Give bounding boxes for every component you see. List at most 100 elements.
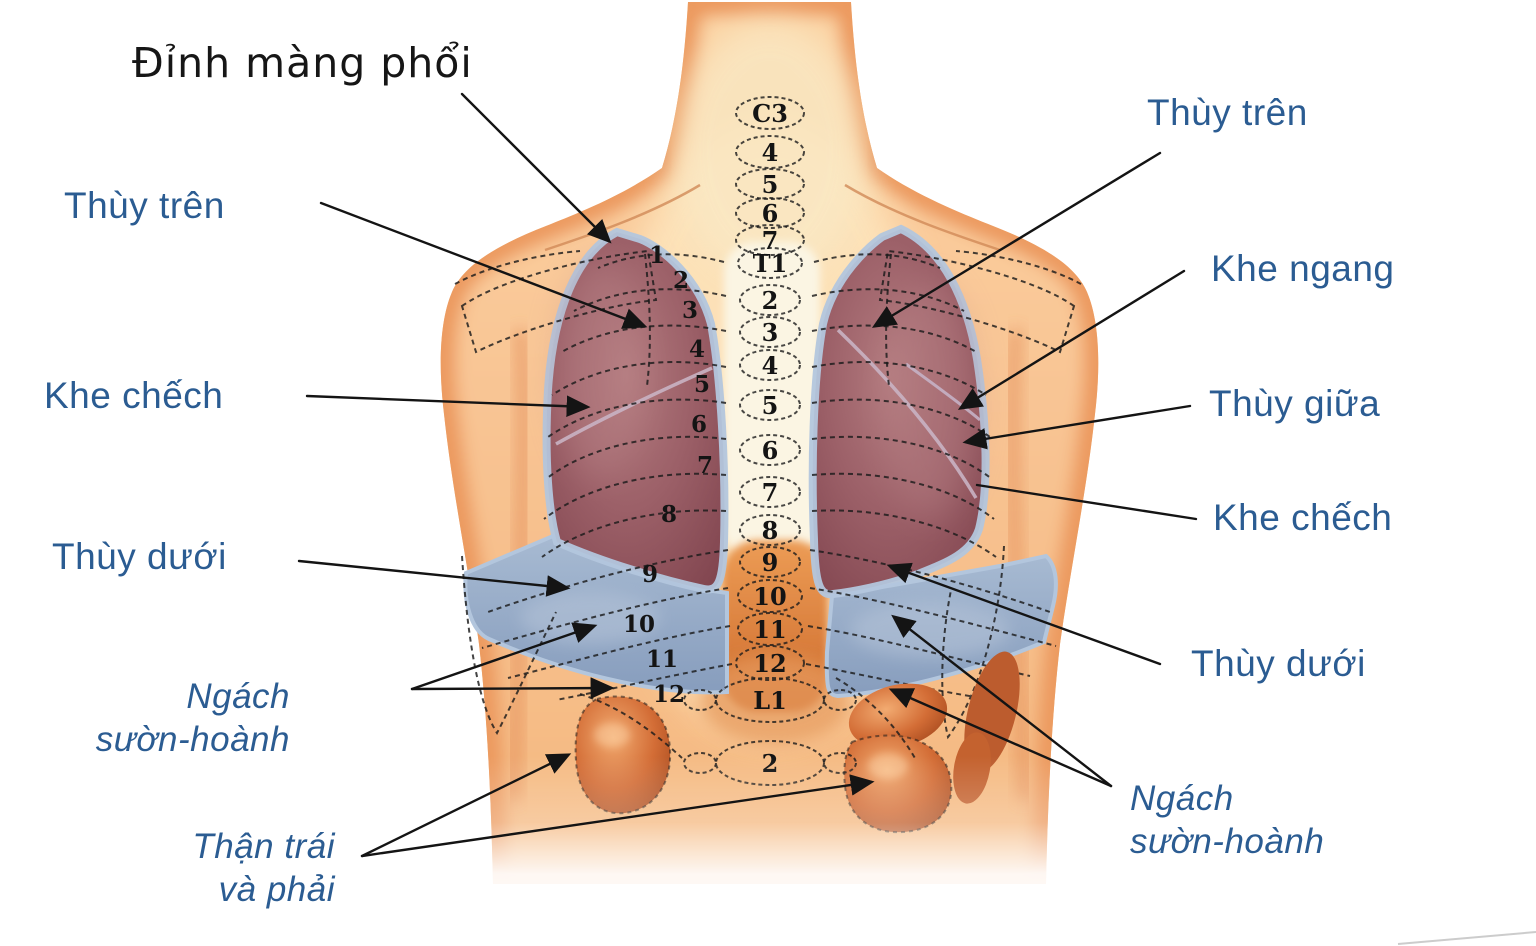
leader-lines: [297, 92, 1198, 858]
rib-number: 6: [691, 411, 707, 438]
vertebra-outline: [737, 247, 803, 279]
horizontal-fissure-line-right: [905, 362, 981, 422]
vertebra-label: T1: [753, 249, 788, 278]
clavicle-line-left: [454, 250, 581, 285]
rib-numbers: 1 2 3 4 5 6 7 8 9 10 11 12: [623, 242, 713, 708]
rib-line: [541, 509, 727, 558]
clavicle-line-right: [955, 250, 1082, 285]
label-apex-pleura: Đỉnh màng phổi: [132, 39, 473, 87]
line-recess-right-1: [891, 614, 1113, 788]
rib-line: [809, 587, 1057, 647]
vertebra-label: 11: [753, 615, 786, 644]
line-oblique-fissure-left: [305, 394, 591, 417]
line-upper-lobe-right: [871, 151, 1162, 328]
line-apex-pleura: [460, 92, 612, 244]
vertebra-outline: [735, 645, 805, 681]
vertebra-outline: [739, 514, 801, 546]
rib-line: [543, 472, 727, 520]
label-kidneys: Thận trái và phải: [192, 827, 335, 909]
rib12-over-kidney-right: [835, 677, 917, 761]
vertebra-outline: [735, 96, 805, 130]
line-kidney-left: [360, 753, 572, 858]
rib-number: 10: [623, 611, 655, 638]
vertebra-label: 12: [753, 649, 786, 678]
rib-number: 4: [689, 336, 705, 363]
line-lower-lobe-left: [297, 559, 571, 597]
label-upper-lobe-right: Thùy trên: [1147, 92, 1308, 133]
vertebra-outline: [735, 224, 805, 256]
line-recess-left-2: [410, 677, 615, 699]
lung-sheen-left: [555, 260, 645, 480]
bone-outlines: [454, 249, 1082, 740]
trapezius-line-right: [844, 183, 1001, 252]
vertebra-label: 4: [762, 138, 779, 167]
vertebra-outline: [735, 135, 805, 169]
oblique-fissure-line-right: [836, 328, 978, 499]
vertebra-label: 4: [762, 351, 779, 380]
rib-number: 11: [646, 646, 678, 673]
recess-sheen-right: [850, 602, 1010, 658]
vertebra-label: 7: [762, 478, 779, 507]
rib-line: [811, 361, 987, 396]
lung-sheen-right: [882, 280, 978, 520]
rib-line: [559, 324, 727, 354]
corner-artifact-line: [1397, 931, 1536, 945]
right-arm-crease: [1007, 329, 1029, 801]
rib-line: [811, 288, 965, 312]
label-oblique-fissure-right: Khe chếch: [1213, 497, 1393, 538]
rib-line: [597, 253, 725, 269]
rib-number: 12: [653, 681, 685, 708]
label-recess-right: Ngách sườn-hoành: [1130, 779, 1325, 861]
scapula-outline-left: [460, 249, 658, 354]
vertebra-outline: [735, 168, 805, 200]
neck-highlight: [675, 20, 865, 280]
vertebra-outline: [715, 677, 825, 723]
rib-number: 3: [682, 297, 698, 324]
vertebra-outline: [739, 284, 801, 316]
vertebra-outline: [735, 197, 805, 229]
neck-shade-left: [631, 9, 669, 171]
rib-number: 9: [642, 561, 658, 588]
rib-line: [507, 625, 731, 679]
kidney-highlight-left: [594, 723, 630, 747]
rib-line: [551, 361, 727, 396]
vertebra-label: 2: [762, 286, 779, 315]
costal-margin-right: [941, 545, 1005, 740]
rib-line: [487, 549, 729, 613]
line-recess-left-1: [410, 622, 598, 691]
rib-line: [811, 324, 979, 354]
rib-line: [481, 587, 729, 649]
vertebra-outline: [739, 349, 801, 381]
rib-line: [813, 253, 941, 269]
vertebra-label: 6: [762, 436, 779, 465]
vertebra-process: [683, 689, 717, 711]
vertebra-outline: [739, 316, 801, 348]
trapezius-line-left: [544, 183, 701, 252]
vertebra-outline: [737, 612, 803, 646]
rib-line: [811, 509, 997, 558]
vertebra-label: L1: [753, 686, 787, 715]
line-upper-lobe-left: [319, 201, 648, 329]
costal-margin-left: [461, 555, 557, 736]
vertebra-outline: [739, 546, 801, 578]
label-horizontal-fissure: Khe ngang: [1211, 248, 1395, 289]
vertebra-label: 8: [762, 516, 779, 545]
rib-line: [811, 398, 991, 438]
vertebra-labels: C3 4 5 6 7 T1 2 3 4 5 6 7 8 9 10 11 12 L…: [752, 99, 788, 778]
line-recess-right-2: [888, 688, 1113, 788]
left-arm-crease: [509, 329, 529, 801]
label-upper-lobe-left: Thùy trên: [64, 185, 225, 226]
rib-number: 1: [649, 242, 665, 269]
rib-line: [547, 398, 727, 438]
line-lower-lobe-right: [886, 562, 1162, 666]
rib-number: 8: [661, 501, 677, 528]
vertebra-label: 3: [762, 318, 779, 347]
scapula-medial-border-left: [644, 253, 651, 387]
vertebra-process: [823, 689, 857, 711]
label-lower-lobe-left: Thùy dưới: [52, 536, 227, 577]
label-lower-lobe-right: Thùy dưới: [1191, 643, 1366, 684]
vertebra-label: 5: [762, 170, 779, 199]
rib-line: [811, 472, 995, 520]
